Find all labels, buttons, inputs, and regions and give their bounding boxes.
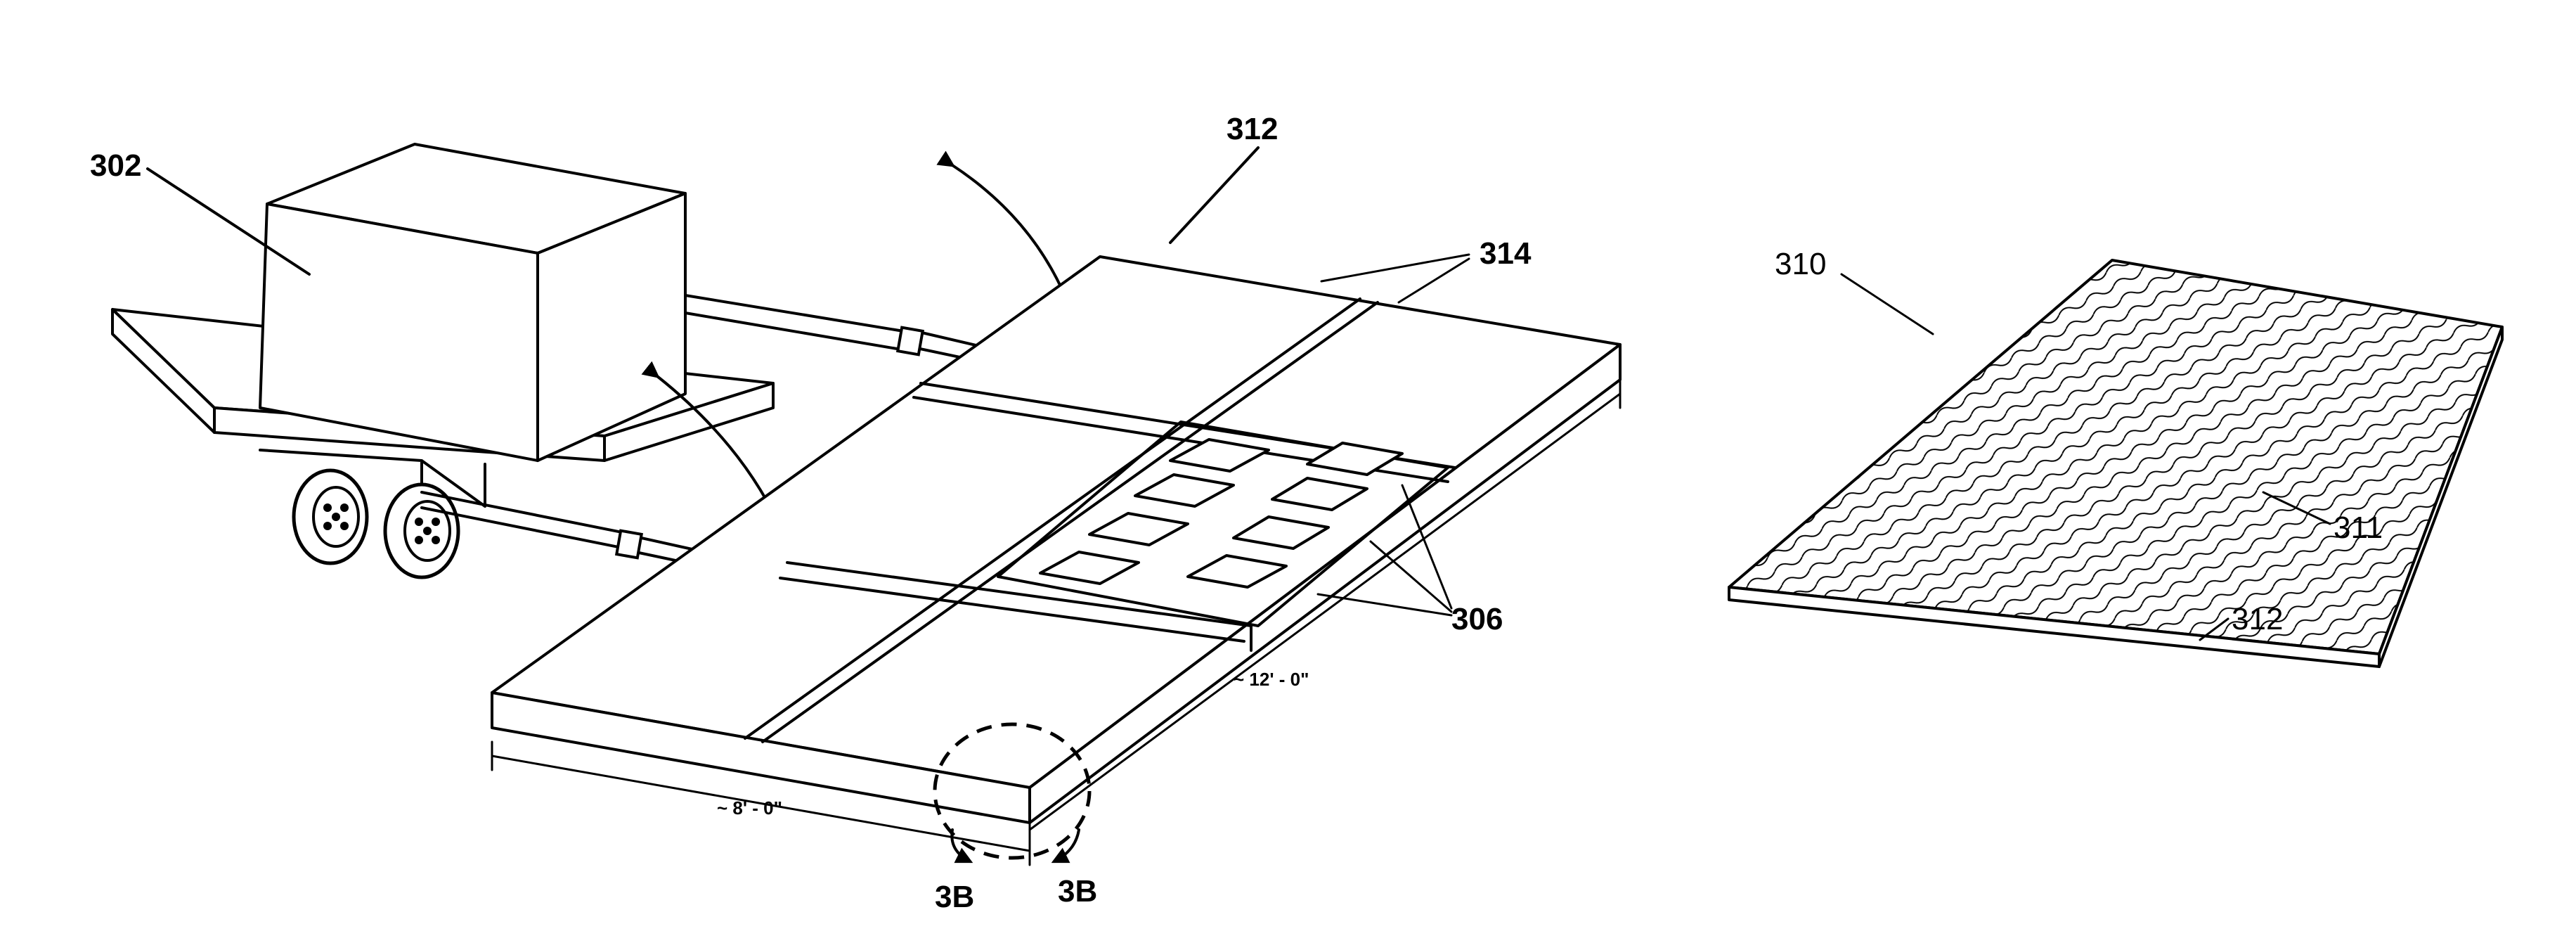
ref-312-panel: 312 [1226, 112, 1278, 146]
leader-310 [1842, 274, 1933, 334]
ref-312-mat: 312 [2232, 602, 2283, 636]
leader-312-panel [1170, 148, 1258, 243]
ref-314: 314 [1480, 236, 1532, 271]
dim-length-label: ~ 12' - 0" [1234, 669, 1309, 690]
ref-302: 302 [90, 148, 141, 183]
mat-textured-surface [1729, 260, 2502, 654]
leader-314 [1321, 255, 1469, 302]
section-label-right: 3B [1058, 874, 1097, 909]
dim-width-label: ~ 8' - 0" [717, 797, 782, 819]
section-label-left: 3B [935, 880, 974, 914]
ref-310: 310 [1775, 247, 1826, 281]
ref-306: 306 [1451, 602, 1503, 636]
ref-311: 311 [2334, 511, 2383, 545]
wheel-rear [294, 470, 367, 563]
mat-310: 310 311 312 [1729, 247, 2502, 667]
